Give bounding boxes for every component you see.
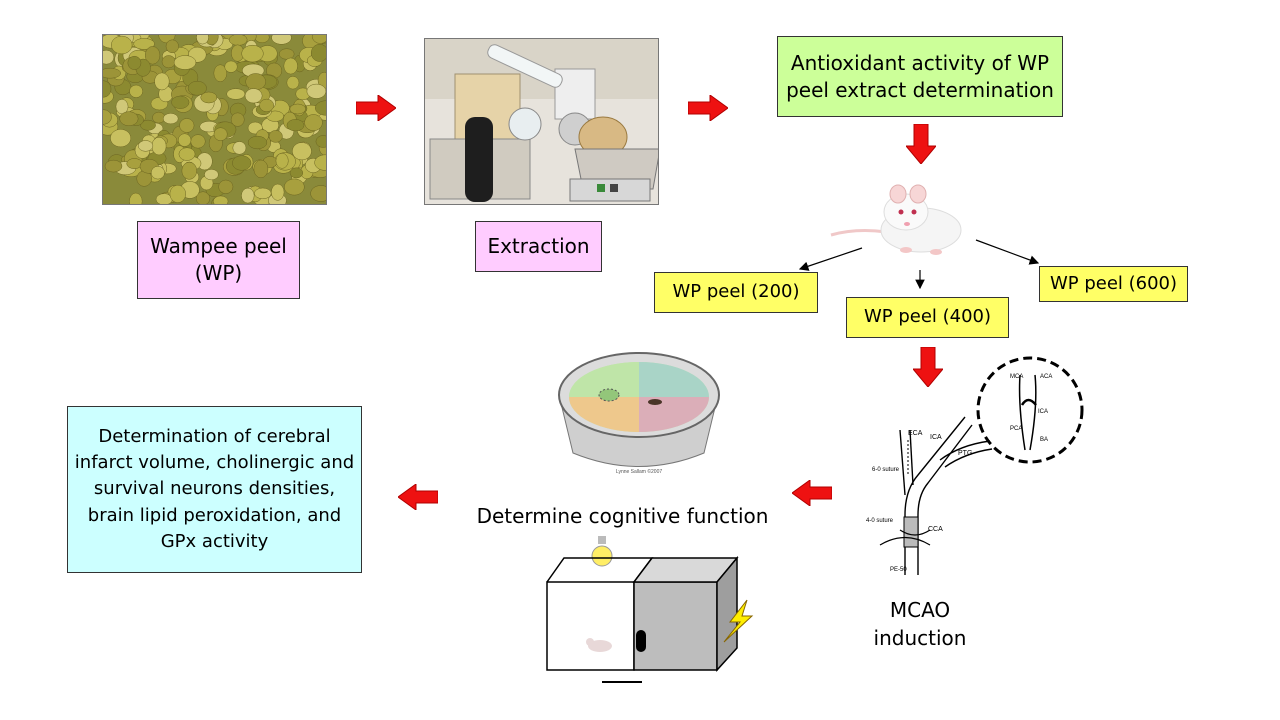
ba-label: BA	[1040, 437, 1048, 443]
antioxidant-label-line2: peel extract determination	[786, 77, 1054, 102]
cca-label: CCA	[928, 526, 943, 533]
dose-400-box: WP peel (400)	[846, 297, 1009, 338]
dose-400-label: WP peel (400)	[863, 306, 992, 328]
ptg-label: PTG	[958, 450, 972, 457]
passive-avoidance-illustration	[542, 530, 767, 685]
extraction-box: Extraction	[475, 221, 602, 272]
cognitive-caption: Determine cognitive function	[470, 504, 775, 528]
determination-box: Determination of cerebral infarct volume…	[67, 406, 362, 573]
dose-600-box: WP peel (600)	[1039, 266, 1188, 302]
cognitive-label: Determine cognitive function	[476, 504, 769, 528]
arrow-down-1	[906, 124, 936, 164]
maze-caption: Lynne Sallam ©2007	[616, 468, 663, 475]
arrow-left-1	[792, 480, 832, 506]
wampee-peel-abbrev: (WP)	[194, 261, 243, 285]
arrow-down-2	[913, 347, 943, 387]
dose-200-label: WP peel (200)	[672, 281, 800, 303]
mcao-surgery-diagram: MCA ACA ICA PCA BA ECA ICA PTG 6-0 sutur…	[860, 345, 1090, 585]
eca-label: ECA	[908, 430, 923, 437]
pca-label: PCA	[1010, 426, 1022, 432]
pe50-label: PE-50	[890, 567, 907, 573]
determination-line5: GPx activity	[160, 530, 269, 552]
mca-label: MCA	[1010, 374, 1023, 380]
dose-600-label: WP peel (600)	[1049, 272, 1178, 294]
ica-zoom-label: ICA	[1038, 409, 1048, 415]
rotary-evaporator-photo	[424, 38, 659, 205]
antioxidant-label-line1: Antioxidant activity of WP	[790, 50, 1050, 75]
dose-200-box: WP peel (200)	[654, 272, 818, 313]
determination-line4: brain lipid peroxidation, and	[87, 504, 342, 526]
mcao-caption-line2: induction	[873, 626, 967, 650]
arrow-left-2	[398, 484, 438, 510]
suture-6-label: 6-0 suture	[872, 467, 900, 473]
wampee-peel-box: Wampee peel (WP)	[137, 221, 300, 299]
rat-illustration	[826, 180, 986, 260]
arrow-right-1	[356, 95, 396, 121]
branch-arrows	[790, 230, 1050, 295]
wampee-fruit-photo	[102, 34, 327, 205]
determination-line2: infarct volume, cholinergic and	[74, 452, 355, 474]
antioxidant-box: Antioxidant activity of WP peel extract …	[777, 36, 1063, 117]
water-maze-illustration: Lynne Sallam ©2007	[551, 345, 726, 485]
suture-4-label: 4-0 suture	[866, 518, 894, 524]
determination-line3: survival neurons densities,	[93, 478, 336, 500]
arrow-right-2	[688, 95, 728, 121]
determination-line1: Determination of cerebral	[98, 426, 331, 448]
aca-label: ACA	[1040, 374, 1052, 380]
mcao-caption: MCAO induction	[855, 596, 985, 652]
extraction-label: Extraction	[487, 234, 590, 258]
mcao-caption-line1: MCAO	[889, 598, 951, 622]
wampee-peel-label: Wampee peel	[150, 234, 287, 258]
ica-label: ICA	[930, 434, 942, 441]
